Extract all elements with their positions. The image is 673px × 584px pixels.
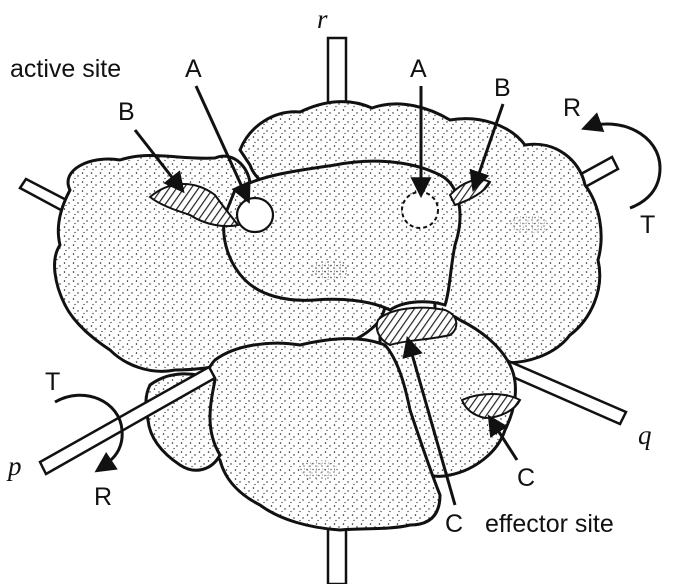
label-c-bottom: C: [445, 510, 463, 538]
surface-shading: [300, 460, 340, 480]
label-t-state-top: T: [640, 211, 655, 239]
label-effector-site: effector site: [485, 510, 614, 538]
label-axis-p: p: [6, 451, 22, 481]
label-active-site: active site: [10, 55, 121, 83]
label-r-state-left: R: [94, 483, 112, 511]
label-t-state-left: T: [45, 368, 60, 396]
surface-shading: [510, 215, 550, 235]
label-a-right: A: [410, 55, 427, 83]
active-site-pocket-left: [237, 198, 273, 232]
label-r-state-top: R: [563, 94, 581, 122]
upper-front-lobe: [224, 161, 460, 310]
active-site-pocket-right: [402, 192, 438, 228]
label-a-left: A: [185, 55, 202, 83]
label-b-right: B: [494, 74, 511, 102]
label-axis-r: r: [317, 4, 328, 34]
surface-shading: [312, 260, 348, 280]
label-c-right: C: [517, 464, 535, 492]
label-axis-q: q: [638, 420, 652, 450]
label-b-left: B: [118, 98, 135, 126]
